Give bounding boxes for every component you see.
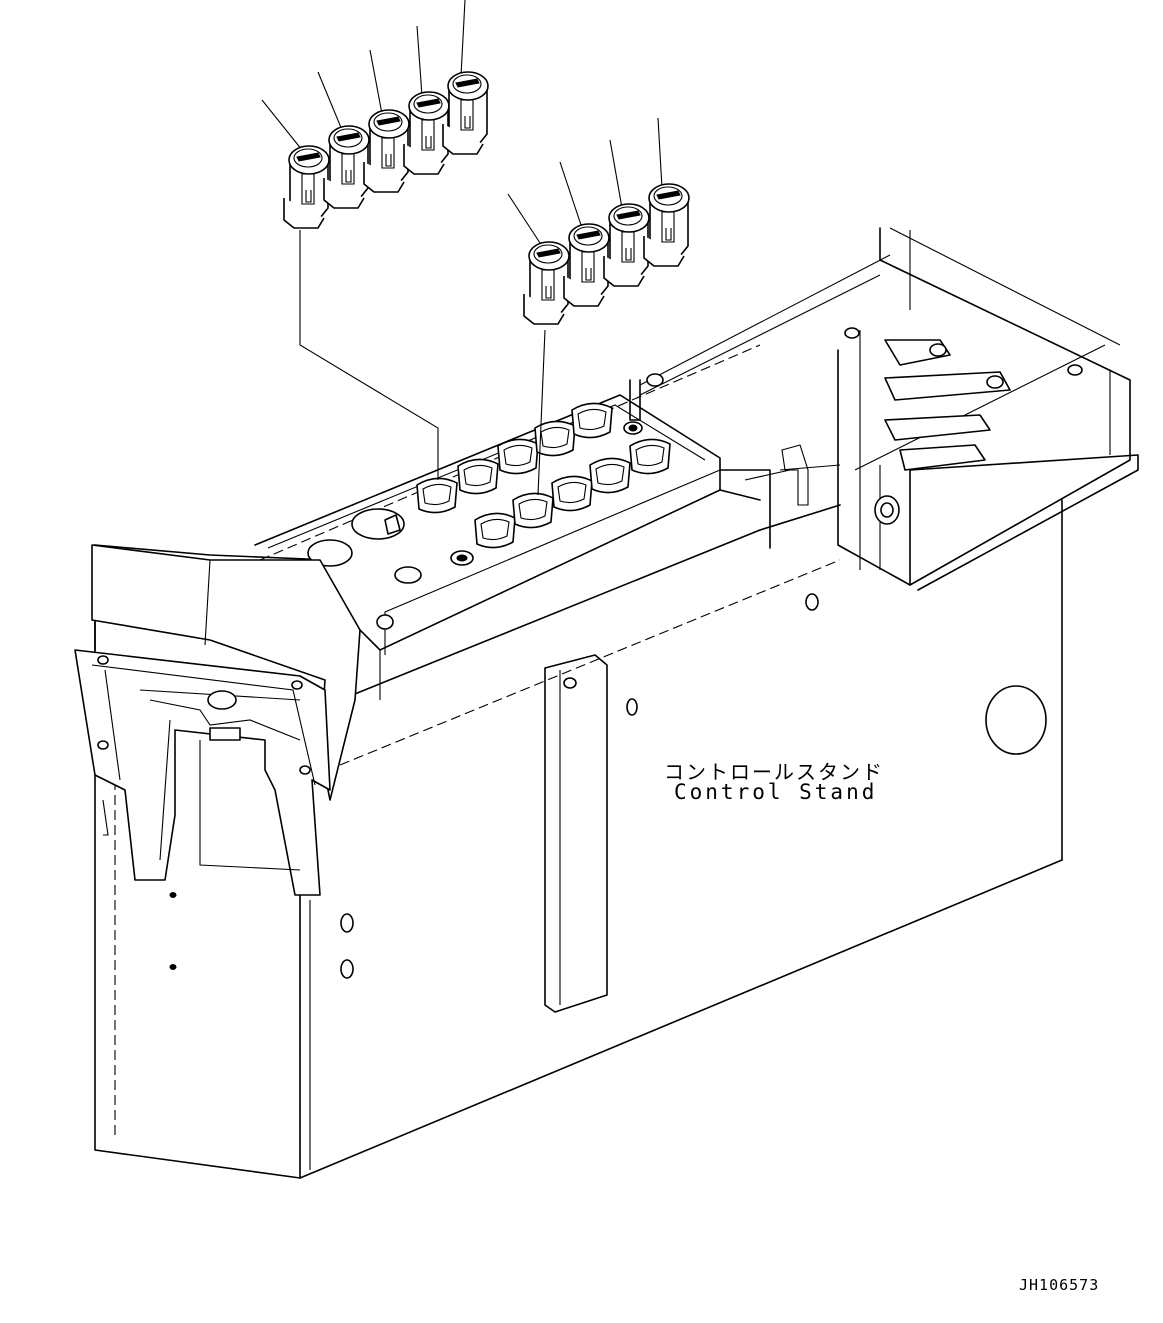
rocker-switch bbox=[403, 25, 450, 175]
part-name-en: Control Stand bbox=[674, 780, 878, 804]
drawing-number: JH106573 bbox=[1019, 1276, 1100, 1294]
switch-socket bbox=[589, 457, 631, 494]
switch-socket bbox=[457, 458, 499, 495]
panel-switch-sockets bbox=[416, 402, 671, 549]
rocker-switch bbox=[507, 193, 570, 325]
control-panel-top bbox=[254, 394, 841, 700]
switch-socket bbox=[534, 420, 576, 457]
part-name-jp: コントロールスタンド bbox=[664, 760, 884, 784]
rocker-switch bbox=[603, 139, 650, 287]
switch-socket bbox=[571, 402, 613, 439]
leader-lines bbox=[299, 230, 546, 496]
rocker-switch bbox=[442, 0, 489, 155]
rocker-switch bbox=[643, 117, 690, 267]
rocker-switch bbox=[559, 161, 610, 307]
switch-group-upper-left-group bbox=[261, 0, 489, 229]
junction-box bbox=[629, 227, 1139, 591]
rocker-switch bbox=[317, 71, 370, 209]
switch-groups bbox=[261, 0, 690, 325]
switch-socket bbox=[474, 512, 516, 549]
rocker-switch bbox=[363, 49, 410, 193]
switch-socket bbox=[629, 438, 671, 475]
switch-socket bbox=[512, 492, 554, 529]
switch-group-right-group bbox=[507, 117, 690, 325]
rocker-switch bbox=[261, 99, 330, 229]
switch-socket bbox=[551, 475, 593, 512]
console-housing bbox=[74, 544, 361, 970]
side-channel bbox=[340, 593, 1047, 1013]
switch-socket bbox=[416, 477, 458, 514]
switch-socket bbox=[497, 438, 539, 475]
